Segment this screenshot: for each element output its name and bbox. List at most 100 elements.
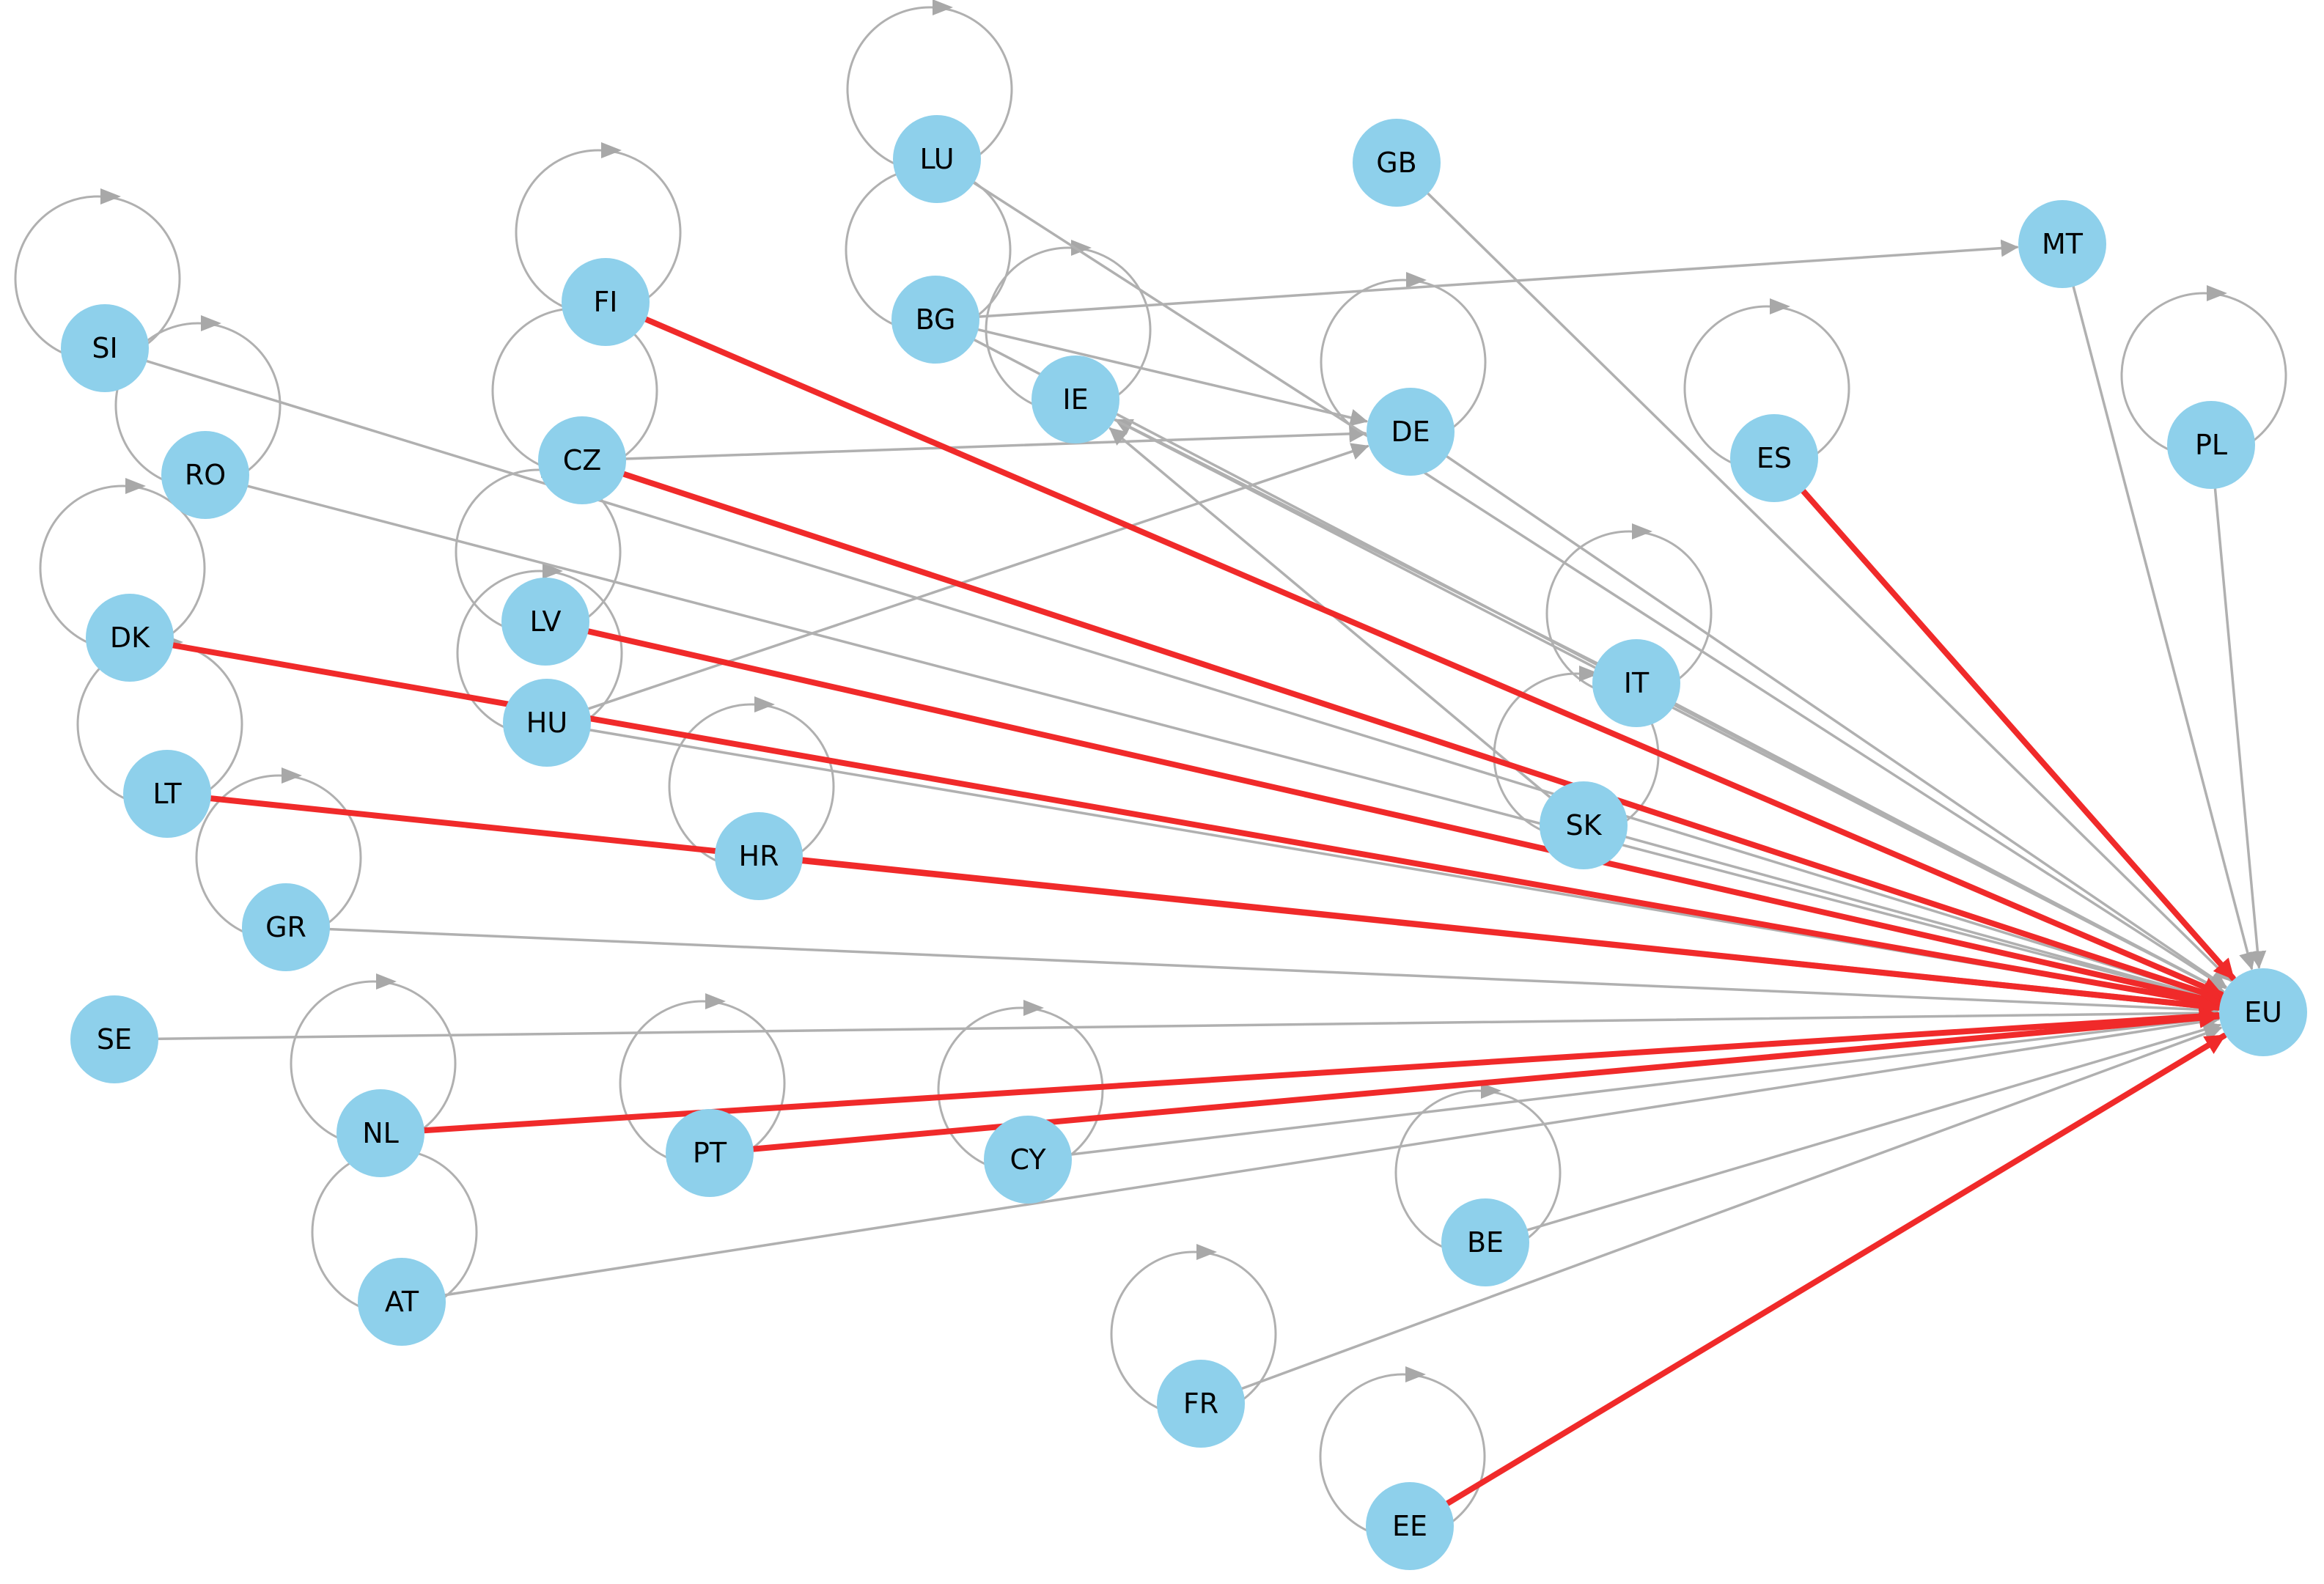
self-loop-arrow-es [1770, 298, 1790, 314]
node-label: AT [385, 1286, 419, 1318]
node-circle [538, 416, 626, 504]
node-circle [1032, 356, 1119, 443]
node-fr: FR [1157, 1360, 1245, 1448]
node-circle [242, 883, 330, 971]
node-label: EU [2244, 996, 2282, 1028]
node-circle [2167, 401, 2255, 489]
node-circle [1157, 1360, 1245, 1448]
node-label: SI [92, 332, 117, 364]
node-label: FR [1183, 1388, 1218, 1420]
edge-es-eu [1795, 483, 2236, 981]
edge-hr-eu [793, 857, 2221, 1016]
edges-highlighted [163, 314, 2236, 1510]
node-circle [666, 1109, 754, 1197]
node-circle [1592, 639, 1680, 727]
node-label: LT [152, 778, 182, 810]
node-cy: CY [984, 1116, 1072, 1204]
edge-bg-mt [971, 239, 2019, 319]
edge-at-eu [437, 1012, 2221, 1297]
self-loop-arrow-nl [376, 973, 397, 990]
node-label: DK [110, 622, 150, 654]
node-circle [1353, 119, 1441, 207]
node-circle [2018, 200, 2106, 288]
self-loop-arrow-fr [1196, 1244, 1217, 1260]
node-de: DE [1367, 388, 1455, 476]
node-es: ES [1730, 414, 1818, 502]
node-se: SE [70, 995, 158, 1083]
edge-si-eu [139, 358, 2222, 1003]
edge-mt-eu [2070, 279, 2257, 970]
self-loop-arrow-pt [705, 993, 726, 1009]
node-gb: GB [1353, 119, 1441, 207]
node-circle [503, 679, 591, 767]
node-hu: HU [503, 679, 591, 767]
node-fi: FI [562, 258, 650, 346]
node-label: FI [593, 286, 617, 318]
edge-ro-eu [240, 483, 2221, 1006]
node-label: ES [1757, 442, 1792, 474]
node-label: CY [1010, 1143, 1046, 1176]
self-loop-arrow-hr [754, 696, 775, 712]
node-gr: GR [242, 883, 330, 971]
node-label: EE [1392, 1510, 1427, 1542]
self-loop-arrow-pl [2207, 285, 2227, 301]
node-circle [1366, 1482, 1454, 1570]
edge-sk-eu [1618, 833, 2221, 1005]
node-circle [715, 812, 803, 900]
node-label: HU [526, 707, 567, 739]
self-loop-arrow-cy [1023, 1000, 1044, 1016]
node-nl: NL [337, 1089, 424, 1177]
self-loop-arrow-sk [1579, 666, 1600, 682]
edge-cz-de [618, 424, 1367, 460]
node-ie: IE [1032, 356, 1119, 443]
self-loop-arrow-be [1481, 1083, 1501, 1099]
node-label: IE [1062, 383, 1088, 416]
edge-se-eu [150, 1004, 2220, 1041]
edge-lv-eu [578, 627, 2222, 1009]
node-dk: DK [86, 594, 174, 682]
edge-de-eu [1440, 451, 2227, 988]
self-loop-arrow-ro [201, 315, 221, 331]
edge-hu-de [581, 443, 1369, 712]
edge-pt-eu [743, 1007, 2221, 1153]
node-circle [70, 995, 158, 1083]
self-loop-arrow-ie [1071, 240, 1092, 256]
node-label: HR [739, 840, 779, 872]
edge-it-eu [1668, 699, 2225, 992]
node-label: MT [2042, 228, 2084, 260]
edge-be-eu [1520, 1021, 2221, 1234]
node-label: GB [1376, 147, 1417, 179]
node-circle [1540, 781, 1628, 869]
node-circle [893, 115, 981, 203]
node-label: BG [916, 303, 956, 336]
edge-gb-eu [1422, 187, 2232, 982]
node-circle [1730, 414, 1818, 502]
edge-bg-de [970, 326, 1368, 427]
node-circle [984, 1116, 1072, 1204]
node-label: SK [1565, 809, 1602, 841]
self-loop-arrow-it [1632, 523, 1652, 539]
node-label: CZ [563, 444, 602, 476]
node-label: NL [362, 1117, 399, 1149]
node-it: IT [1592, 639, 1680, 727]
self-loops [14, 0, 2287, 1540]
self-loop-arrow-hu [543, 563, 563, 579]
node-circle [1367, 388, 1455, 476]
node-circle [337, 1089, 424, 1177]
node-circle [123, 750, 211, 838]
self-loop-arrow-de [1406, 272, 1427, 288]
node-ee: EE [1366, 1482, 1454, 1570]
node-circle [891, 276, 979, 364]
node-pl: PL [2167, 401, 2255, 489]
edge-pl-eu [2213, 481, 2267, 969]
self-loop-arrow-fi [601, 142, 622, 158]
node-circle [2219, 968, 2307, 1056]
edge-fi-eu [636, 314, 2225, 998]
node-pt: PT [666, 1109, 754, 1197]
edge-lu-eu [967, 177, 2226, 990]
edge-ee-eu [1438, 1032, 2227, 1510]
node-si: SI [61, 304, 149, 392]
edge-cy-eu [1063, 1010, 2220, 1157]
node-circle [358, 1258, 446, 1346]
